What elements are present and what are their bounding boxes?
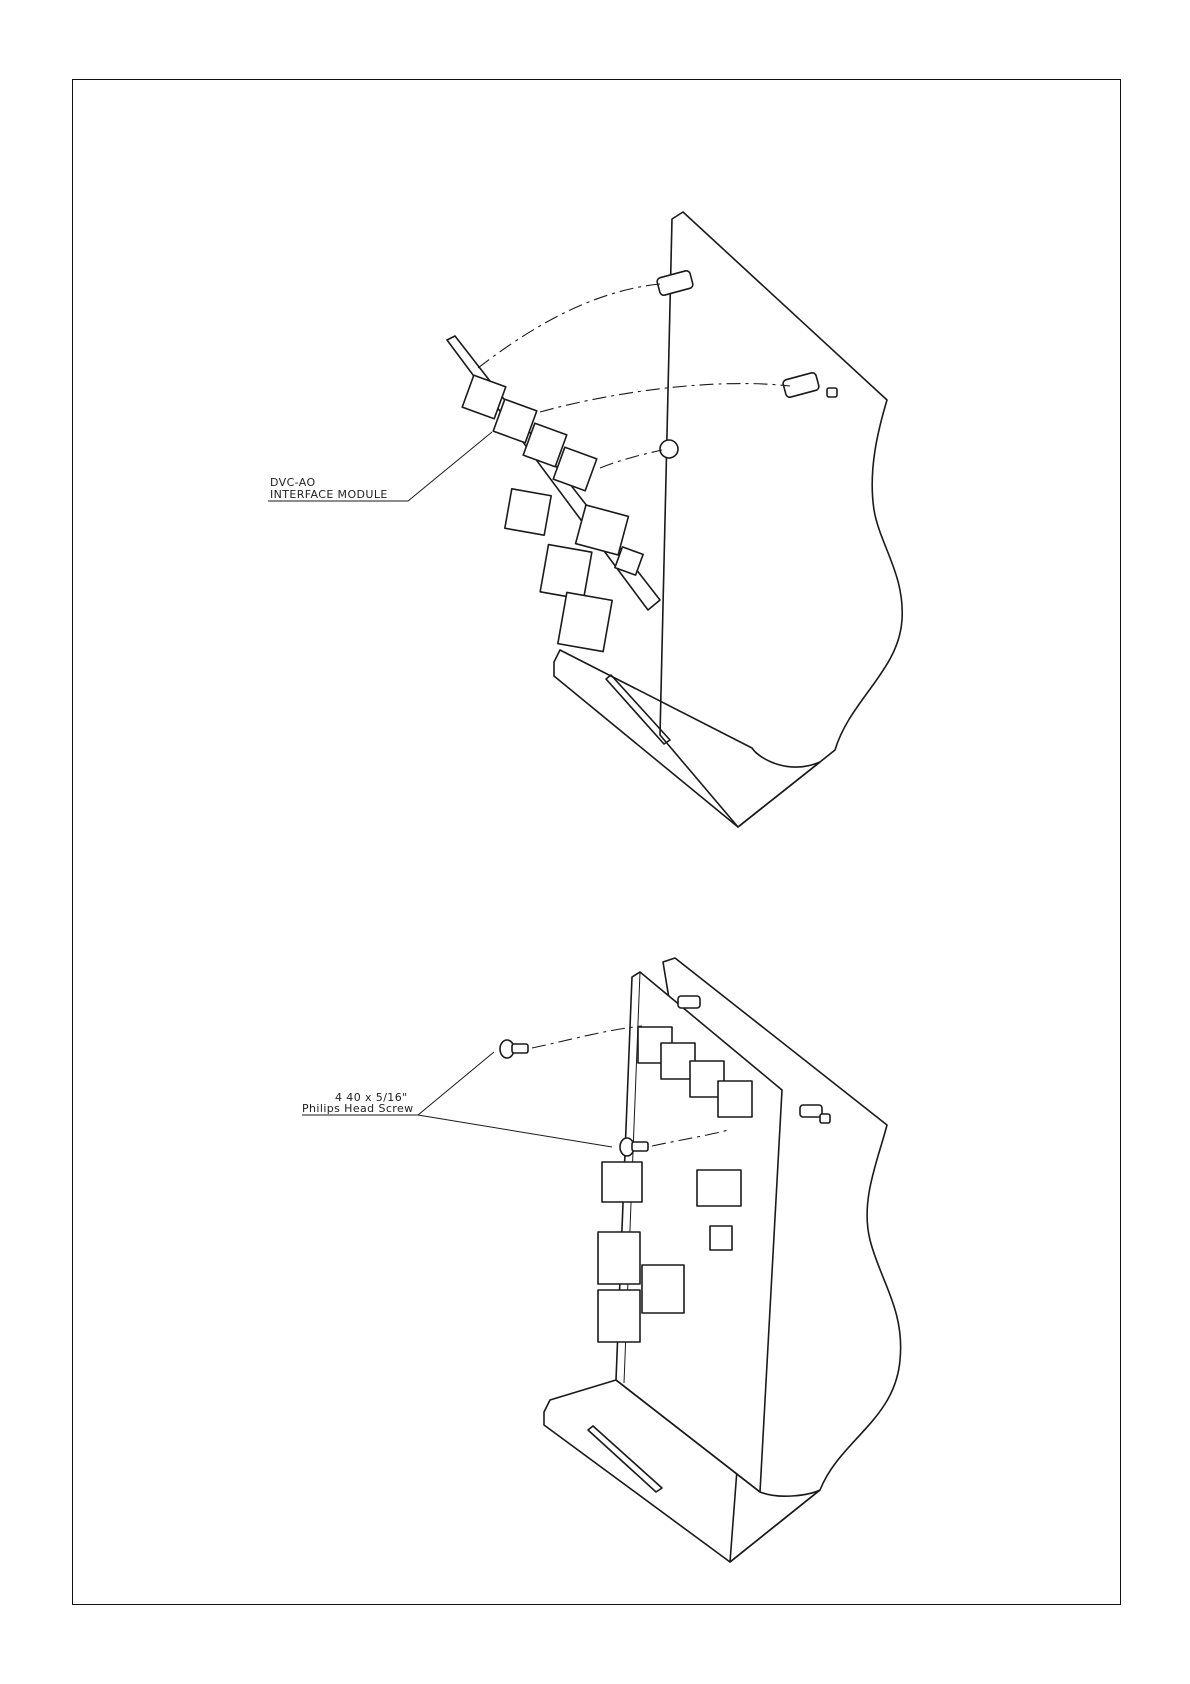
- bracket-base-plate: [554, 650, 820, 827]
- standoff-rear-3: [820, 1114, 830, 1123]
- label-interface-module: INTERFACE MODULE: [270, 488, 388, 501]
- module-connectors: [462, 375, 643, 651]
- standoffs: [656, 270, 837, 458]
- assembled-view: 4 40 x 5/16" Philips Head Screw: [302, 958, 901, 1562]
- screw-guide-1: [532, 1026, 642, 1048]
- base-slot-assembled: [588, 1426, 662, 1492]
- standoff-rear-1: [678, 996, 700, 1008]
- label-screw-type: Philips Head Screw: [302, 1102, 414, 1115]
- screws: [500, 1040, 648, 1156]
- standoff-rear-2: [800, 1105, 822, 1117]
- exploded-view: DVC-AO INTERFACE MODULE: [268, 212, 902, 827]
- bracket-back-panel: [660, 212, 902, 827]
